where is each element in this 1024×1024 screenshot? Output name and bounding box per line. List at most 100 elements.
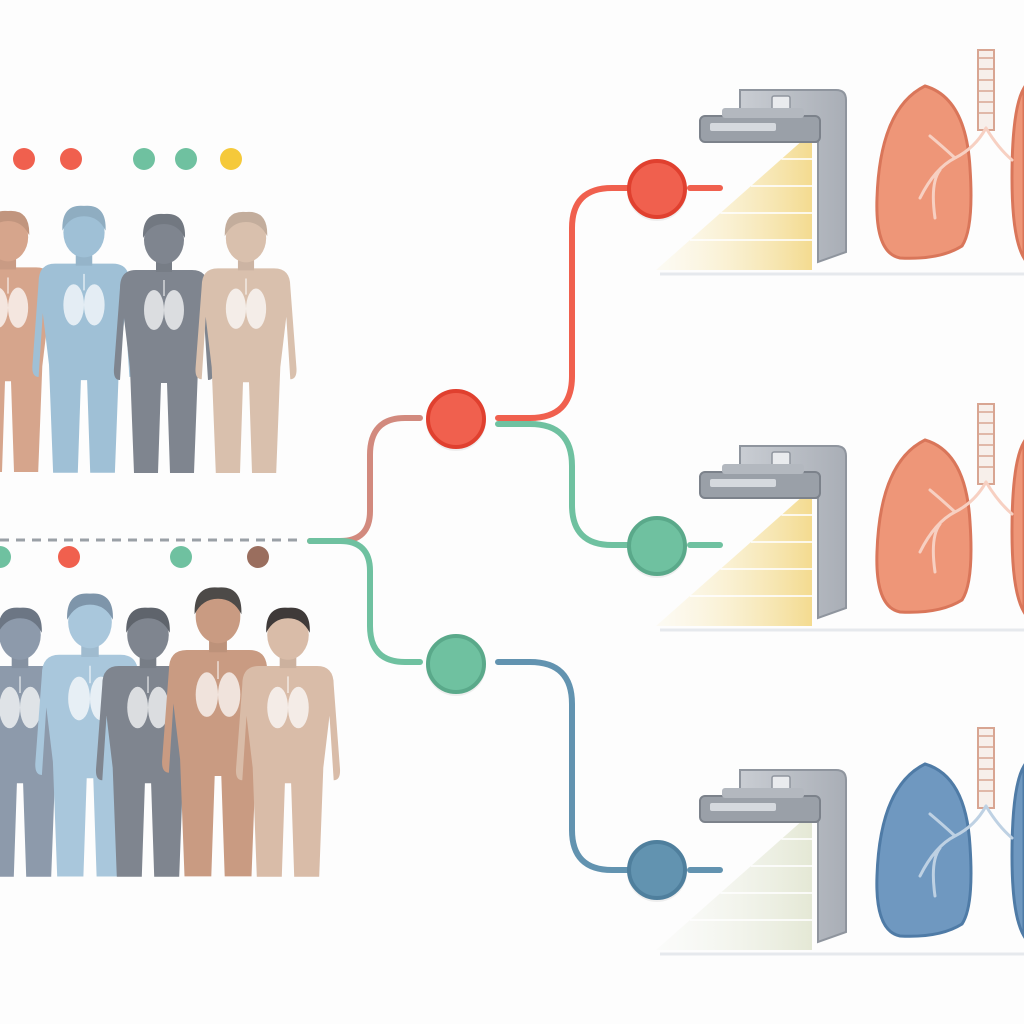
scanner-handle: [771, 451, 791, 467]
person-lung-right: [246, 288, 267, 329]
person-lung-left: [225, 288, 246, 329]
lungs-right: [1010, 85, 1024, 261]
person-icon: [235, 607, 341, 877]
person-lung-left: [0, 686, 20, 729]
lungs-left: [875, 762, 973, 938]
leaf-green-mid: [627, 516, 687, 578]
scanners: [656, 89, 1024, 956]
scanner-icon: [656, 445, 1024, 632]
connector-red-to-leaf-mid: [495, 421, 631, 548]
scanner-beam: [656, 812, 812, 950]
node-circle: [627, 516, 687, 576]
lungs-left: [875, 438, 973, 614]
person-lung-right: [8, 287, 29, 328]
person-body: [195, 268, 297, 473]
lungs-trachea: [977, 727, 995, 809]
person-hair: [224, 211, 268, 237]
marker-dots: [0, 148, 269, 568]
person-icon: [195, 211, 297, 473]
person-head: [225, 213, 267, 263]
marker-dot-yellow: [220, 148, 242, 170]
scanner-icon: [656, 769, 1024, 956]
person-head: [63, 207, 105, 258]
person-head: [195, 589, 241, 644]
person-icon: [95, 607, 201, 877]
person-hair: [194, 587, 242, 615]
connector-green-to-leaf-bottom: [495, 659, 631, 873]
connector-root-to-green: [307, 538, 423, 665]
person-lung-right: [20, 686, 41, 729]
node-red-mid: [426, 389, 486, 451]
person-body: [32, 263, 136, 473]
population-group-top: [0, 205, 297, 473]
connector-red-to-leaf-top: [495, 185, 631, 421]
person-lung-left: [267, 686, 288, 729]
lungs-trachea: [977, 403, 995, 485]
person-lung-right: [164, 290, 184, 330]
scanner-arm-top: [722, 464, 804, 474]
person-lung-right: [148, 686, 169, 729]
lungs-bronchi: [918, 126, 1014, 220]
node-circle: [627, 159, 687, 219]
marker-dot-red: [58, 546, 80, 568]
lungs-right: [1010, 763, 1024, 939]
lungs-trachea: [977, 49, 995, 131]
scanner-beam: [656, 132, 812, 270]
person-head: [127, 609, 169, 660]
person-lung-left: [63, 284, 84, 326]
tree-nodes: [426, 159, 687, 902]
lungs-icon: [875, 49, 1024, 261]
person-lung-left: [144, 290, 164, 330]
person-hair: [0, 210, 30, 236]
marker-dot-red: [60, 148, 82, 170]
lungs-right: [1010, 439, 1024, 615]
person-lung-left: [127, 686, 148, 729]
scanner-beam: [656, 488, 812, 626]
person-body: [95, 666, 201, 877]
marker-dot-green: [175, 148, 197, 170]
population-group-bottom: [0, 587, 341, 877]
person-hair: [62, 205, 106, 231]
person-hair: [0, 607, 42, 633]
scanner-arm-slot: [710, 479, 776, 487]
scanner-arm-slot: [710, 123, 776, 131]
leaf-blue-bottom: [627, 840, 687, 902]
scanner-arm-top: [722, 788, 804, 798]
scanner-arm-slot: [710, 803, 776, 811]
scanner-handle: [771, 775, 791, 791]
node-circle: [627, 840, 687, 900]
node-circle: [426, 634, 486, 694]
marker-dot-green: [0, 546, 11, 568]
person-icon: [32, 205, 136, 473]
lungs-icon: [875, 727, 1024, 939]
marker-dot-green: [170, 546, 192, 568]
person-hair: [126, 607, 170, 633]
person-icon: [113, 213, 215, 473]
lungs-bronchi: [918, 804, 1014, 898]
person-body: [235, 666, 341, 877]
person-hair: [67, 593, 113, 620]
person-head: [68, 595, 112, 649]
node-circle: [426, 389, 486, 449]
person-lung-left: [0, 287, 8, 328]
lungs-left: [875, 84, 973, 260]
person-lung-left: [68, 676, 90, 721]
connector-root-to-red: [307, 415, 423, 544]
node-green-mid: [426, 634, 486, 696]
lungs-icon: [875, 403, 1024, 615]
leaf-red-top: [627, 159, 687, 221]
lung-outcomes: [875, 49, 1024, 939]
connector-lines: [0, 185, 723, 873]
scanner-handle: [771, 95, 791, 111]
marker-dot-brown: [247, 546, 269, 568]
person-head: [0, 609, 41, 660]
person-head: [267, 609, 309, 660]
person-hair: [142, 213, 186, 238]
marker-dot-green: [133, 148, 155, 170]
person-body: [113, 270, 215, 473]
person-lung-right: [288, 686, 309, 729]
person-lung-right: [84, 284, 105, 326]
scanner-arm-top: [722, 108, 804, 118]
